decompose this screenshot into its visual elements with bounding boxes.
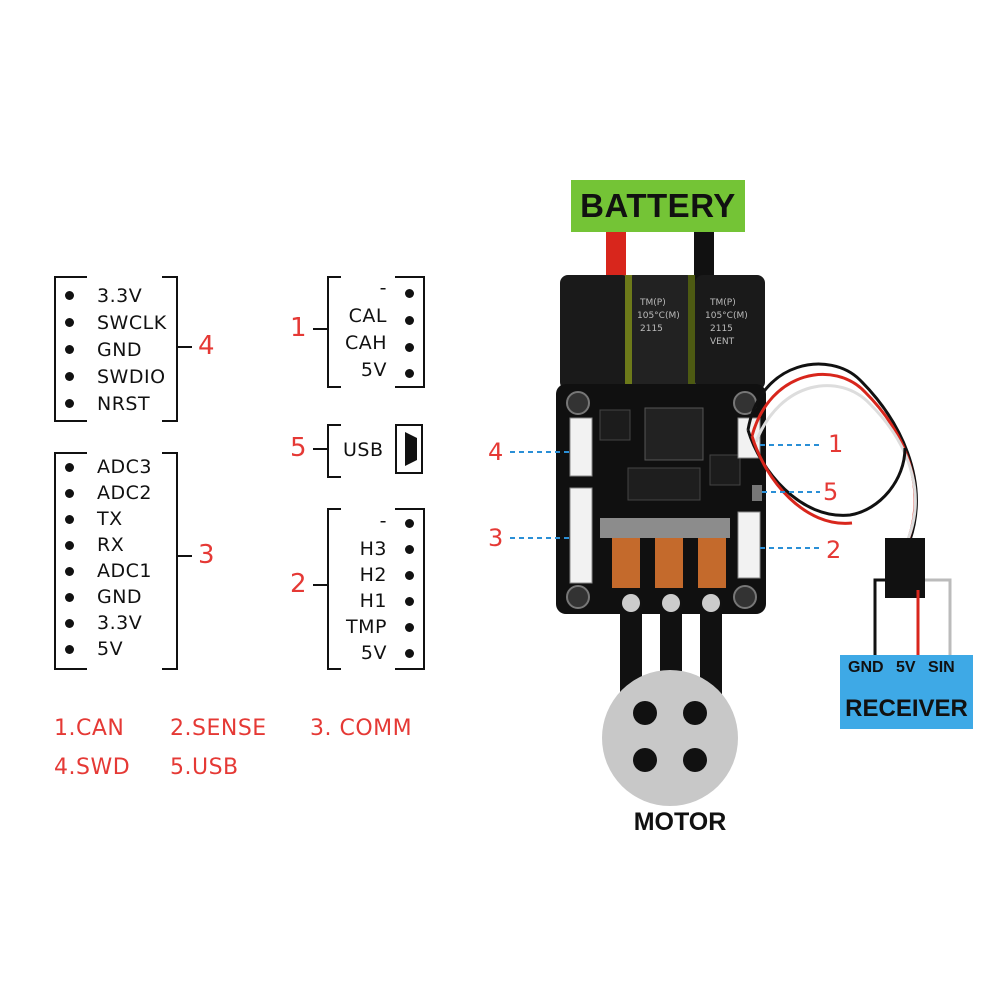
can-dot <box>405 343 414 352</box>
sense-bracket <box>327 508 341 670</box>
sense-bracket-tick <box>313 584 327 586</box>
callout-number: 5 <box>823 478 839 506</box>
sense-pin-label: TMP <box>346 616 387 638</box>
swd-dot <box>65 399 74 408</box>
svg-text:TM(P): TM(P) <box>639 298 666 308</box>
sense-pin-label: H3 <box>359 538 387 560</box>
callout-number: 3 <box>488 524 504 552</box>
svg-text:105°C(M): 105°C(M) <box>705 311 748 321</box>
svg-text:105°C(M): 105°C(M) <box>637 311 680 321</box>
swd-pin-label: NRST <box>97 393 151 415</box>
comm-pin-label: RX <box>97 534 125 556</box>
comm-pin-label: ADC1 <box>97 560 152 582</box>
receiver-title: RECEIVER <box>845 695 968 722</box>
sense-dot <box>405 649 414 658</box>
swd-connector <box>54 276 87 422</box>
comm-dot <box>65 463 74 472</box>
legend-usb: 5.USB <box>170 755 239 780</box>
usb-bracket-tick <box>313 448 327 450</box>
comm-pin-label: ADC3 <box>97 456 152 478</box>
comm-number: 3 <box>198 540 215 570</box>
motor-label: MOTOR <box>633 808 727 836</box>
svg-text:VENT: VENT <box>710 337 735 347</box>
can-bracket <box>327 276 341 388</box>
swd-bracket <box>162 276 178 422</box>
swd-bracket-tick <box>178 346 192 348</box>
can-bracket-tick <box>313 328 327 330</box>
receiver-pin-5v: 5V <box>896 659 916 676</box>
legend-sense: 2.SENSE <box>170 716 267 741</box>
sense-dot <box>405 519 414 528</box>
usb-label: USB <box>343 439 384 461</box>
comm-pin-label: 5V <box>97 638 124 660</box>
comm-connector <box>54 452 87 670</box>
can-pin-label: CAH <box>344 332 387 354</box>
swd-number: 4 <box>198 331 215 361</box>
comm-bracket <box>162 452 178 670</box>
callout-number: 2 <box>826 536 842 564</box>
legend-comm: 3. COMM <box>310 716 413 741</box>
sense-pin-label: H2 <box>359 564 387 586</box>
sense-number: 2 <box>290 569 307 599</box>
receiver-pins: GND 5V SIN <box>848 659 963 677</box>
comm-dot <box>65 645 74 654</box>
can-pin-label: 5V <box>360 359 387 381</box>
swd-pin-label: GND <box>97 339 143 361</box>
can-pin-label: - <box>379 277 387 299</box>
sense-dot <box>405 545 414 554</box>
swd-pin-label: 3.3V <box>97 285 143 307</box>
legend-swd: 4.SWD <box>54 755 131 780</box>
legend-can: 1.CAN <box>54 716 125 741</box>
can-dot <box>405 289 414 298</box>
can-dot <box>405 316 414 325</box>
receiver-pin-sin: SIN <box>928 659 955 676</box>
sense-dot <box>405 597 414 606</box>
svg-text:TM(P): TM(P) <box>709 298 736 308</box>
callout-number: 1 <box>828 430 844 458</box>
swd-dot <box>65 318 74 327</box>
comm-dot <box>65 593 74 602</box>
comm-bracket-tick <box>178 555 192 557</box>
comm-pin-label: TX <box>97 508 123 530</box>
swd-dot <box>65 372 74 381</box>
swd-pin-label: SWCLK <box>97 312 167 334</box>
comm-pin-label: GND <box>97 586 143 608</box>
battery-label-text: BATTERY <box>580 187 736 224</box>
sense-pin-label: - <box>379 510 387 532</box>
usb-port-icon <box>395 424 423 474</box>
usb-bracket <box>327 424 341 478</box>
can-connector <box>395 276 425 388</box>
callout-number: 4 <box>488 438 504 466</box>
sense-pin-label: 5V <box>360 642 387 664</box>
swd-pin-label: SWDIO <box>97 366 166 388</box>
comm-dot <box>65 541 74 550</box>
can-pin-label: CAL <box>348 305 387 327</box>
comm-dot <box>65 567 74 576</box>
svg-text:2115: 2115 <box>710 324 733 334</box>
can-number: 1 <box>290 313 307 343</box>
can-dot <box>405 369 414 378</box>
swd-dot <box>65 291 74 300</box>
sense-pin-label: H1 <box>359 590 387 612</box>
sense-dot <box>405 571 414 580</box>
usb-number: 5 <box>290 433 307 463</box>
battery-label: BATTERY <box>571 180 745 232</box>
comm-pin-label: 3.3V <box>97 612 143 634</box>
receiver-pin-gnd: GND <box>848 659 884 676</box>
comm-dot <box>65 489 74 498</box>
comm-dot <box>65 515 74 524</box>
sense-dot <box>405 623 414 632</box>
comm-pin-label: ADC2 <box>97 482 152 504</box>
receiver-box: GND 5V SIN RECEIVER <box>840 655 973 729</box>
comm-dot <box>65 619 74 628</box>
swd-dot <box>65 345 74 354</box>
svg-text:2115: 2115 <box>640 324 663 334</box>
sense-connector <box>395 508 425 670</box>
